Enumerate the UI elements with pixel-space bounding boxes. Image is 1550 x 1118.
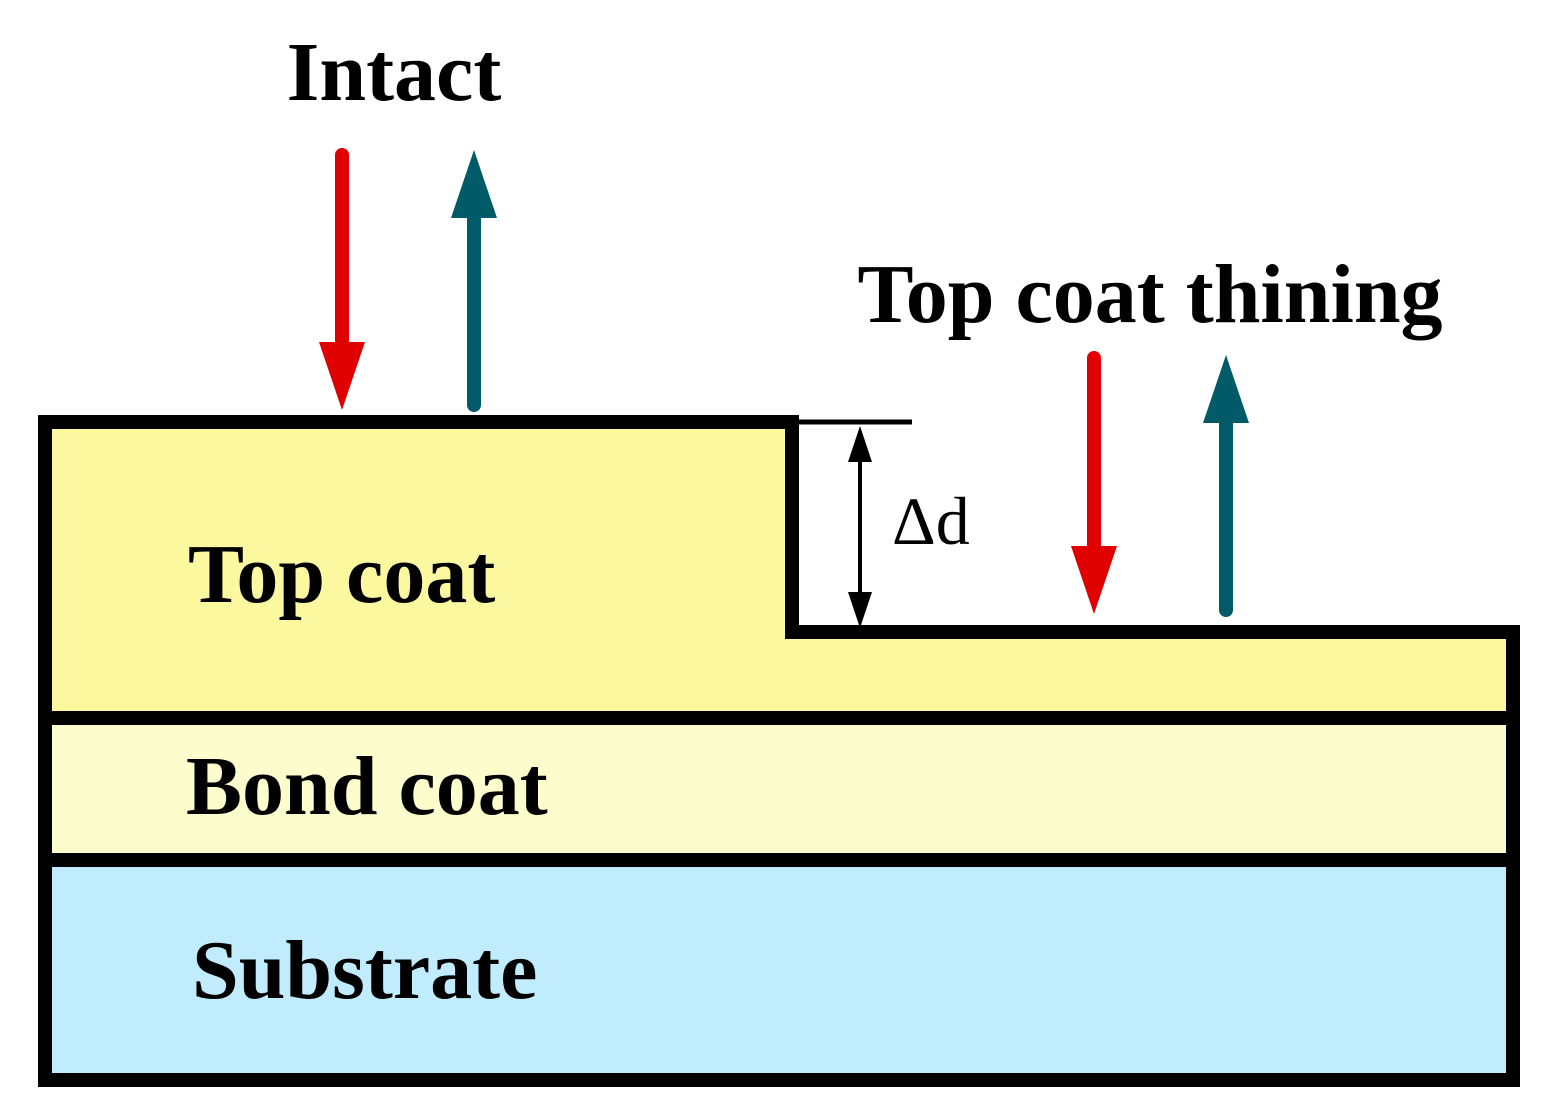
top-coat-layer — [38, 415, 1520, 725]
substrate-layer — [38, 853, 1520, 1087]
thinning-incident-arrow — [1071, 351, 1117, 614]
substrate-label: Substrate — [192, 924, 537, 1017]
thinning-reflected-arrow — [1203, 355, 1249, 617]
bond-coat-label: Bond coat — [186, 740, 548, 833]
intact-label: Intact — [287, 26, 502, 119]
thickness-loss-dimension-arrow — [848, 426, 872, 628]
intact-reflected-arrow — [451, 150, 497, 412]
top-coat-thinning-label: Top coat thining — [857, 248, 1442, 341]
delta-d-label: Δd — [892, 483, 970, 559]
intact-incident-arrow — [319, 148, 365, 410]
bond-coat-layer — [38, 711, 1520, 867]
top-coat-label: Top coat — [188, 528, 495, 621]
